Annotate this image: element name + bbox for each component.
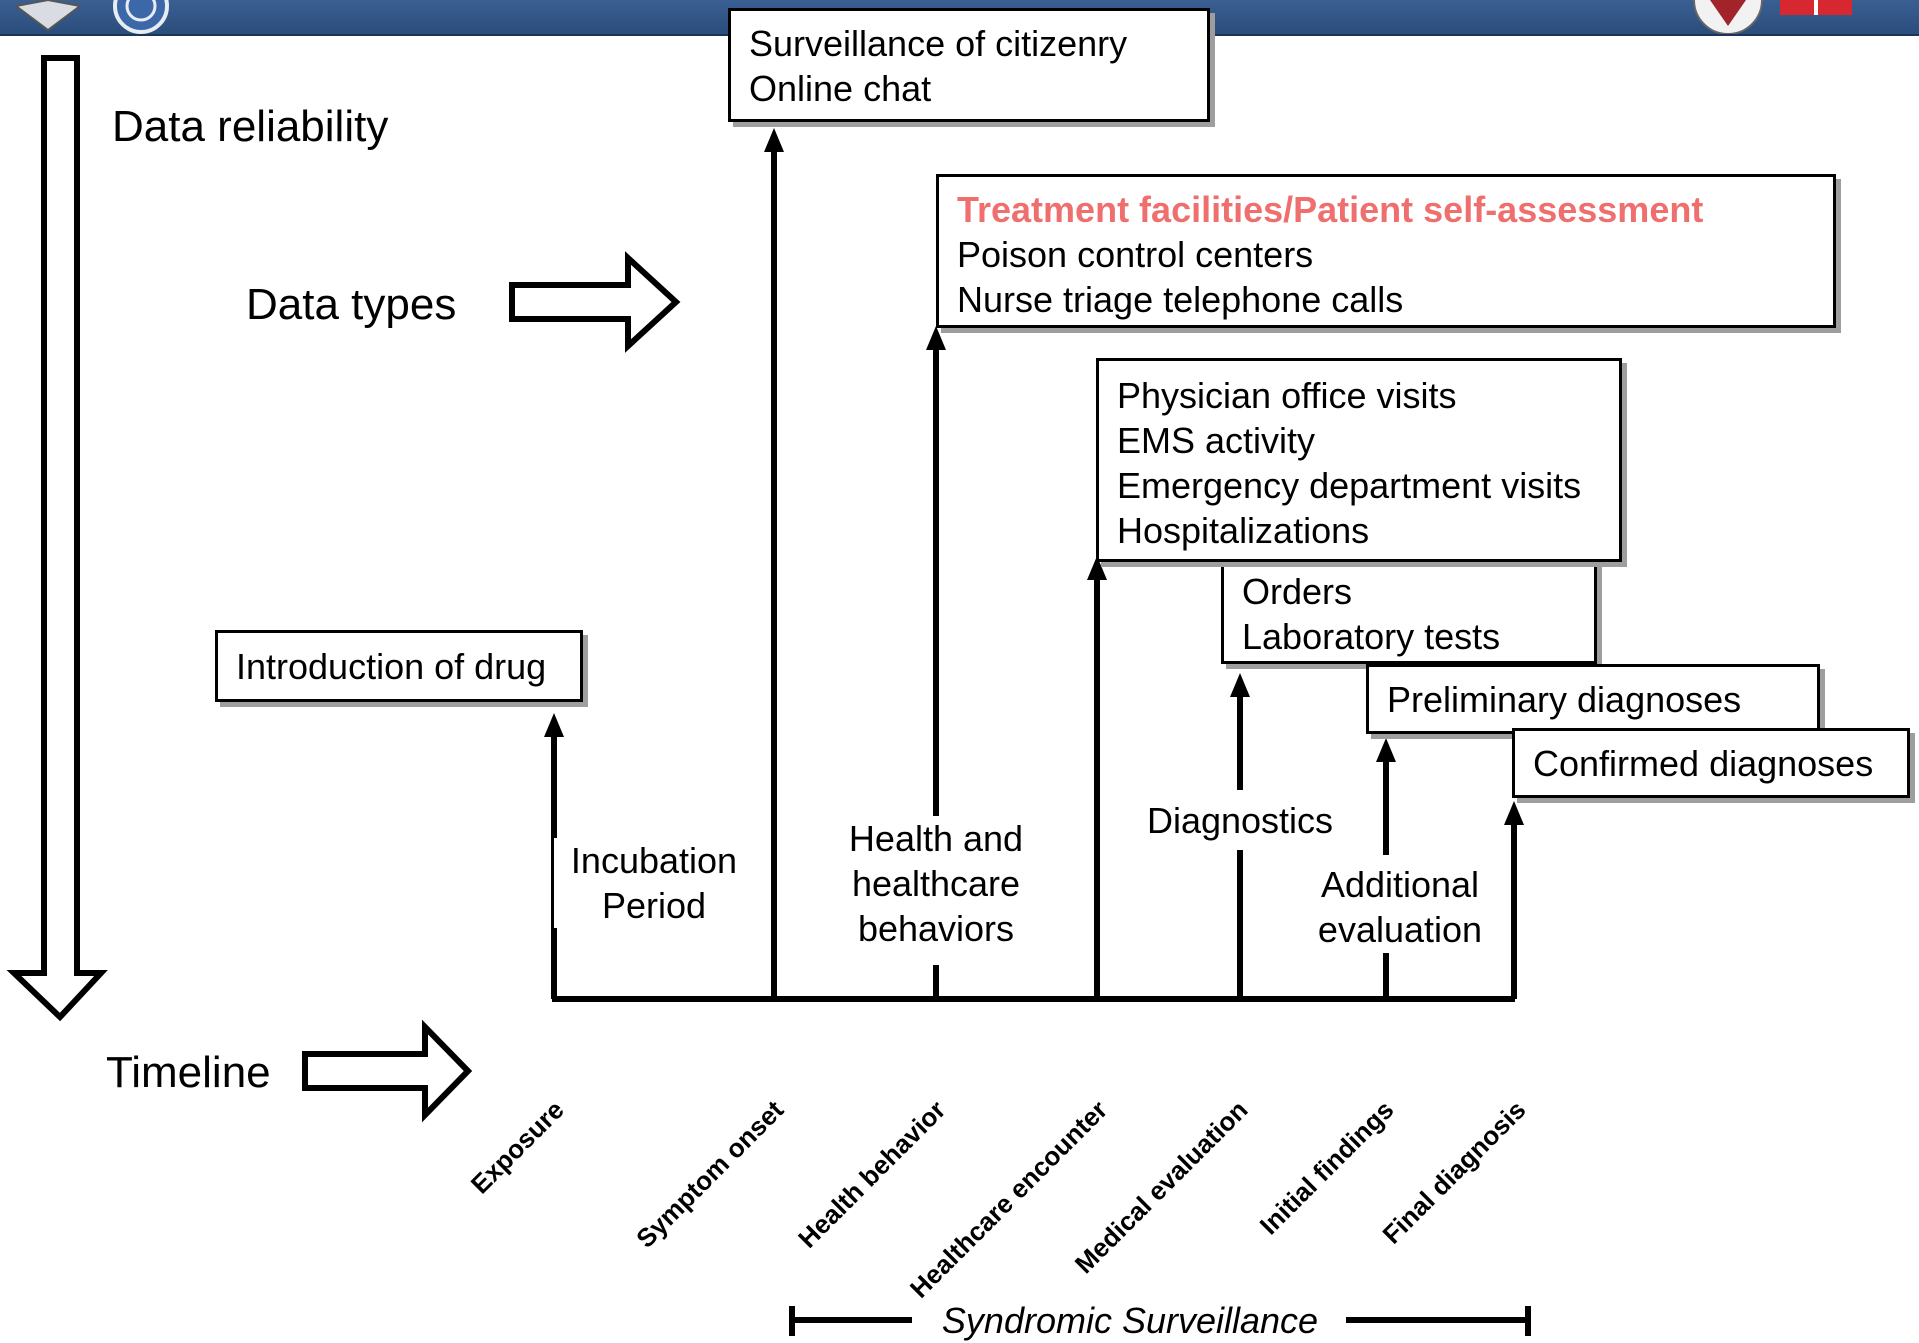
citizenry-box: Surveillance of citizenry Online chat (728, 8, 1210, 122)
red-logo-icon (1780, 0, 1852, 15)
label-line: healthcare (851, 863, 1021, 904)
treatment-box-title: Treatment facilities/Patient self-assess… (957, 189, 1704, 230)
health-behaviors-label: Health and healthcare behaviors (836, 816, 1036, 951)
preliminary-box: Preliminary diagnoses (1366, 664, 1820, 734)
drug-box: Introduction of drug (215, 630, 583, 702)
label-line: behaviors (857, 908, 1015, 949)
box-line: Physician office visits (1117, 375, 1457, 416)
timeline-arrow (302, 1019, 473, 1123)
box-line: Hospitalizations (1117, 510, 1370, 551)
box-line: Nurse triage telephone calls (957, 279, 1404, 320)
diagnostics-label: Diagnostics (1130, 798, 1350, 843)
data-types-arrow (509, 251, 681, 353)
physician-box: Physician office visits EMS activity Eme… (1096, 358, 1622, 562)
university-seal-icon (1693, 0, 1763, 34)
box-line: Surveillance of citizenry (749, 23, 1128, 64)
data-types-label: Data types (246, 280, 457, 329)
additional-evaluation-label: Additional evaluation (1300, 862, 1500, 952)
box-line: Confirmed diagnoses (1533, 743, 1874, 784)
box-line: Online chat (749, 68, 932, 109)
data-reliability-arrow (6, 55, 108, 1022)
box-line: Poison control centers (957, 234, 1314, 275)
box-line: Laboratory tests (1242, 616, 1501, 657)
box-line: Orders (1242, 571, 1353, 612)
box-line: Introduction of drug (236, 646, 547, 687)
treatment-box: Treatment facilities/Patient self-assess… (936, 174, 1836, 328)
data-reliability-label: Data reliability (112, 102, 389, 151)
timeline-label: Timeline (106, 1048, 271, 1097)
label-line: Additional (1320, 864, 1480, 905)
book-logo-icon (13, 0, 83, 32)
box-line: Emergency department visits (1117, 465, 1582, 506)
label-line: Incubation (570, 840, 738, 881)
box-line: EMS activity (1117, 420, 1316, 461)
syndromic-surveillance-label: Syndromic Surveillance (941, 1300, 1319, 1341)
label-line: evaluation (1317, 909, 1483, 950)
label-line: Health and (848, 818, 1024, 859)
box-line: Preliminary diagnoses (1387, 679, 1742, 720)
globe-seal-icon (113, 0, 169, 34)
confirmed-box: Confirmed diagnoses (1512, 728, 1910, 798)
incubation-label: Incubation Period (554, 838, 754, 928)
label-line: Period (601, 885, 707, 926)
